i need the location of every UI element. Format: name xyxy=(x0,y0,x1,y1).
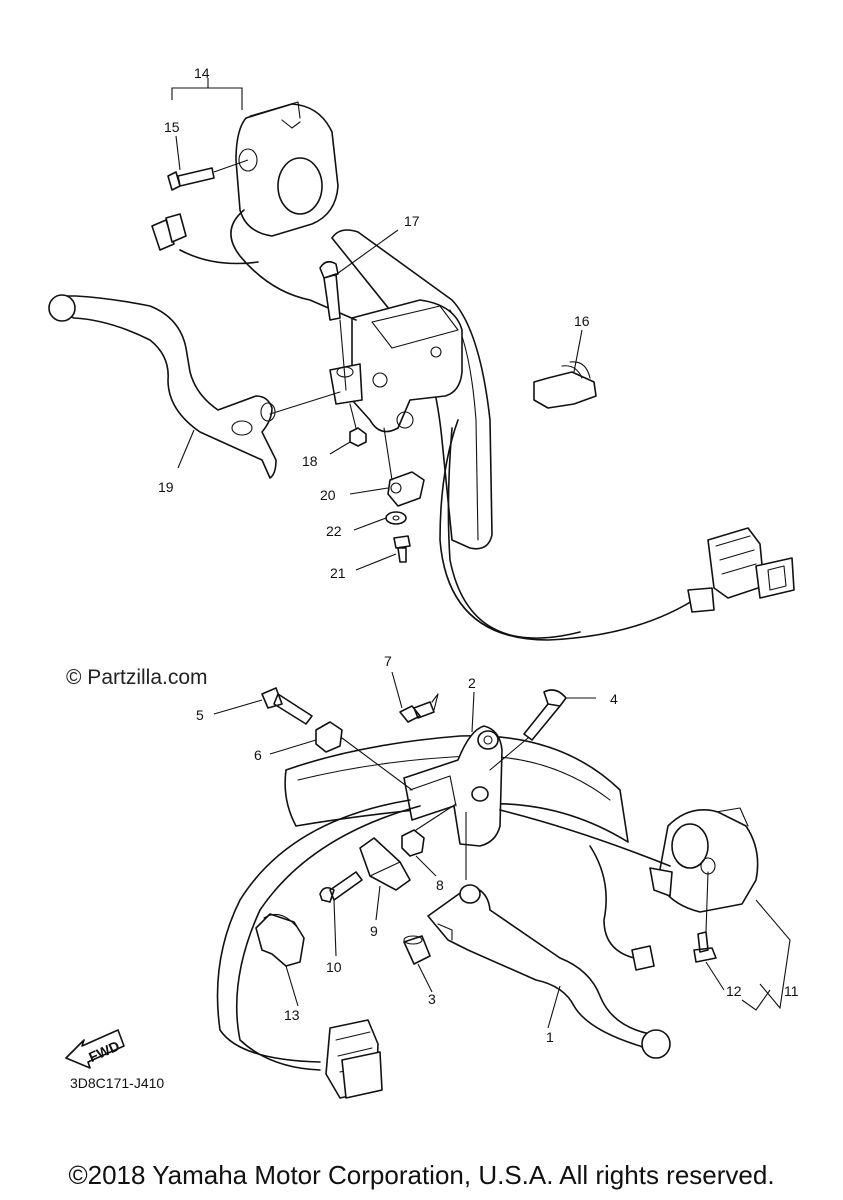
callout-1: 1 xyxy=(546,1029,554,1045)
nut-8 xyxy=(401,829,425,857)
stop-switch-20 xyxy=(387,471,425,507)
callout-8: 8 xyxy=(436,877,444,893)
callouts: 14 15 17 16 18 19 20 22 21 7 2 4 5 6 8 9… xyxy=(158,65,799,1045)
callout-9: 9 xyxy=(370,923,378,939)
callout-15: 15 xyxy=(164,119,180,135)
screw-15 xyxy=(167,167,215,191)
bolt-7 xyxy=(399,701,435,723)
watermark: © Partzilla.com xyxy=(66,666,208,689)
screw-10 xyxy=(319,871,363,903)
lower-assembly: FWD xyxy=(65,687,759,1099)
callout-4: 4 xyxy=(610,691,618,707)
nut-18 xyxy=(349,427,367,447)
callout-7: 7 xyxy=(384,653,392,669)
clutch-holder xyxy=(403,725,503,847)
clamp-16 xyxy=(533,371,597,409)
brake-lever xyxy=(58,295,277,479)
callout-14: 14 xyxy=(194,65,210,81)
callout-3: 3 xyxy=(428,991,436,1007)
bolt-17 xyxy=(319,260,341,321)
upper-assembly xyxy=(48,101,795,641)
copyright-notice: ©2018 Yamaha Motor Corporation, U.S.A. A… xyxy=(68,1160,775,1190)
callout-5: 5 xyxy=(196,707,204,723)
bolt-5 xyxy=(261,687,313,725)
callout-10: 10 xyxy=(326,959,342,975)
washer-22 xyxy=(385,511,407,525)
collar-3 xyxy=(403,935,431,965)
callout-22: 22 xyxy=(326,523,342,539)
callout-2: 2 xyxy=(468,675,476,691)
callout-20: 20 xyxy=(320,487,336,503)
callout-19: 19 xyxy=(158,479,174,495)
nut-6 xyxy=(315,721,343,753)
leader-lines xyxy=(171,78,791,1029)
callout-12: 12 xyxy=(726,983,742,999)
fwd-arrow-icon: FWD xyxy=(65,1029,125,1069)
coupler-upper xyxy=(707,527,765,599)
callout-17: 17 xyxy=(404,213,420,229)
diagram-code: 3D8C171-J410 xyxy=(70,1075,164,1091)
screw-12 xyxy=(693,931,717,963)
callout-13: 13 xyxy=(284,1007,300,1023)
clamp-13 xyxy=(255,913,305,967)
screw-21 xyxy=(393,535,411,563)
callout-18: 18 xyxy=(302,453,318,469)
master-cylinder xyxy=(351,299,463,433)
switch-housing-left xyxy=(657,809,759,913)
clutch-lever xyxy=(427,885,663,1051)
callout-11: 11 xyxy=(784,983,799,999)
callout-16: 16 xyxy=(574,313,590,329)
bolt-4 xyxy=(523,689,567,741)
callout-21: 21 xyxy=(330,565,346,581)
callout-6: 6 xyxy=(254,747,262,763)
